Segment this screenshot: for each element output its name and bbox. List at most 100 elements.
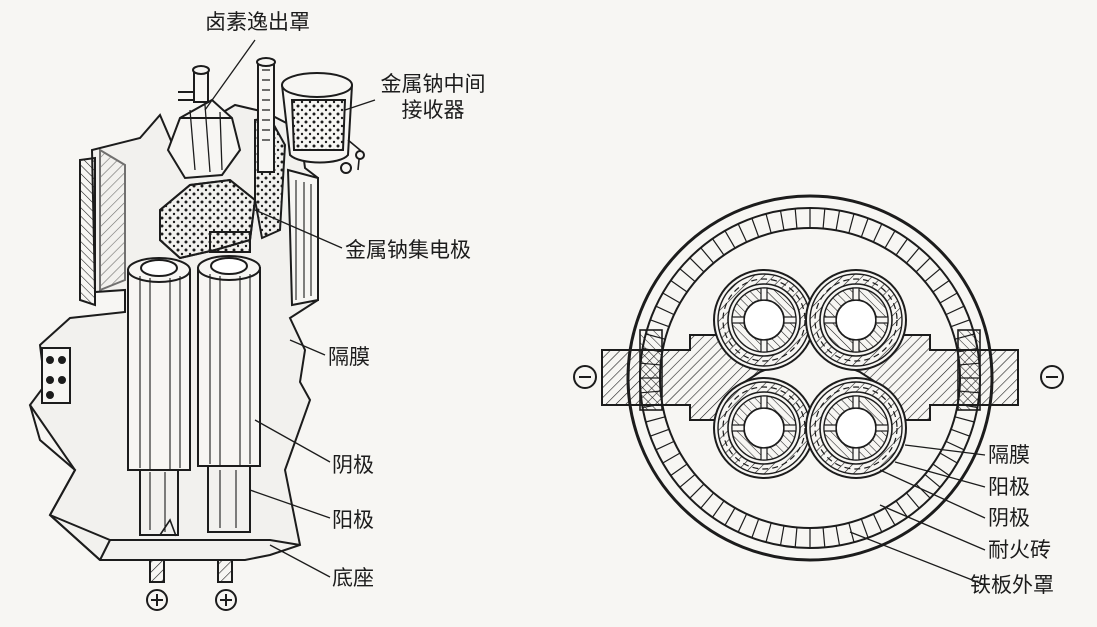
refractory-tick	[751, 518, 760, 538]
refractory-tick	[655, 305, 675, 316]
refractory-tick	[895, 238, 908, 256]
refractory-tick	[712, 238, 725, 256]
electrode-4	[805, 377, 907, 479]
refractory-tick	[794, 208, 798, 229]
refractory-tick	[835, 525, 841, 546]
electrode-assemblies	[713, 269, 907, 479]
refractory-tick	[645, 416, 666, 423]
electrode-cylinder-left	[127, 257, 191, 536]
leader-r-cathode	[879, 469, 986, 519]
refractory-tick	[905, 247, 920, 264]
refractory-tick	[679, 473, 696, 488]
refractory-tick	[700, 247, 715, 264]
refractory-tick	[700, 492, 715, 509]
refractory-tick	[860, 218, 869, 238]
refractory-tick	[895, 500, 908, 518]
base-bottom	[99, 539, 111, 561]
refractory-tick	[848, 213, 855, 234]
electrode-cylinder-right	[197, 255, 261, 533]
refractory-tick	[932, 463, 950, 476]
refractory-tick	[950, 428, 970, 437]
label-cathode: 阴极	[332, 453, 374, 477]
refractory-tick	[670, 463, 688, 476]
refractory-tick	[689, 257, 705, 273]
refractory-tick	[662, 452, 681, 464]
refractory-tick	[737, 223, 748, 243]
refractory-tick	[939, 292, 958, 304]
leader-cathode	[254, 419, 331, 463]
label-r-diaphragm: 隔膜	[988, 443, 1030, 467]
refractory-tick	[884, 230, 896, 249]
refractory-tick	[872, 513, 883, 533]
leader-collector	[254, 209, 343, 249]
refractory-tick	[860, 518, 869, 538]
label-r-refractory-brick: 耐火砖	[988, 538, 1051, 562]
refractory-tick	[679, 268, 696, 283]
refractory-tick	[872, 223, 883, 243]
leader-r-anode	[894, 461, 986, 488]
refractory-tick	[662, 292, 681, 304]
refractory-tick	[650, 428, 670, 437]
base-plate	[49, 514, 301, 546]
refractory-tick	[822, 208, 826, 229]
electrode-3	[713, 377, 815, 479]
leader-anode	[249, 489, 331, 519]
refractory-tick	[939, 452, 958, 464]
shell-left	[79, 156, 96, 307]
leader-r-brick	[879, 504, 986, 551]
leader-base	[269, 544, 331, 578]
leader-r-shell	[849, 531, 986, 586]
refractory-tick	[779, 525, 785, 546]
refractory-tick	[954, 416, 975, 423]
refractory-tick	[724, 230, 736, 249]
refractory-tick	[905, 492, 920, 509]
left-cell-drawing	[28, 39, 376, 611]
refractory-tick	[712, 500, 725, 518]
label-halogen-hood: 卤素逸出罩	[205, 10, 310, 34]
refractory-tick	[737, 513, 748, 533]
label-sodium-receiver-2: 接收器	[401, 98, 465, 122]
electrode-1	[713, 269, 815, 371]
refractory-tick	[924, 268, 941, 283]
refractory-tick	[932, 280, 950, 293]
refractory-tick	[765, 522, 772, 543]
shell-right	[286, 168, 319, 307]
label-sodium-collector: 金属钠集电极	[345, 238, 471, 262]
label-r-cathode: 阴极	[988, 506, 1030, 530]
refractory-tick	[689, 483, 705, 499]
electrode-2	[805, 269, 907, 371]
cross-section-drawing	[573, 194, 1064, 586]
label-r-iron-shell: 铁板外罩	[970, 573, 1054, 597]
terminals	[146, 559, 237, 611]
refractory-tick	[822, 527, 826, 548]
leader-r-diaphragm	[904, 444, 986, 456]
refractory-tick	[915, 483, 931, 499]
leader-halogen	[204, 39, 256, 111]
refractory-tick	[655, 440, 675, 451]
label-base: 底座	[332, 566, 374, 590]
label-r-anode: 阳极	[988, 475, 1030, 499]
label-anode: 阳极	[332, 508, 374, 532]
refractory-tick	[884, 507, 896, 526]
refractory-tick	[915, 257, 931, 273]
refractory-tick	[835, 210, 841, 231]
leader-diaphragm	[289, 339, 326, 356]
leader-receiver	[344, 99, 376, 111]
refractory-tick	[945, 305, 965, 316]
gauge-tube	[257, 61, 275, 173]
refractory-tick	[950, 319, 970, 328]
refractory-tick	[924, 473, 941, 488]
refractory-tick	[779, 210, 785, 231]
refractory-tick	[794, 527, 798, 548]
refractory-tick	[724, 507, 736, 526]
refractory-tick	[650, 319, 670, 328]
base-flap-left	[29, 404, 101, 561]
label-diaphragm: 隔膜	[328, 345, 370, 369]
refractory-tick	[765, 213, 772, 234]
refractory-tick	[670, 280, 688, 293]
refractory-tick	[751, 218, 760, 238]
label-sodium-receiver-1: 金属钠中间	[380, 72, 486, 96]
refractory-tick	[945, 440, 965, 451]
